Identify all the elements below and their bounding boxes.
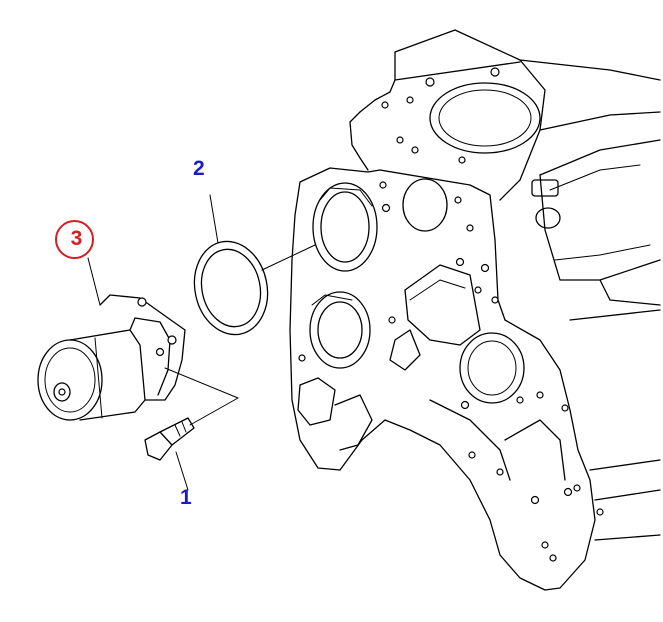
engine-block	[289, 29, 661, 591]
callout-3-circle	[55, 220, 94, 259]
bolt	[144, 417, 195, 491]
callout-2-label: 2	[193, 157, 205, 180]
callout-3-label: 3	[70, 227, 83, 250]
water-pump	[37, 257, 239, 426]
callout-1-label: 1	[180, 486, 192, 509]
gasket	[193, 194, 316, 336]
